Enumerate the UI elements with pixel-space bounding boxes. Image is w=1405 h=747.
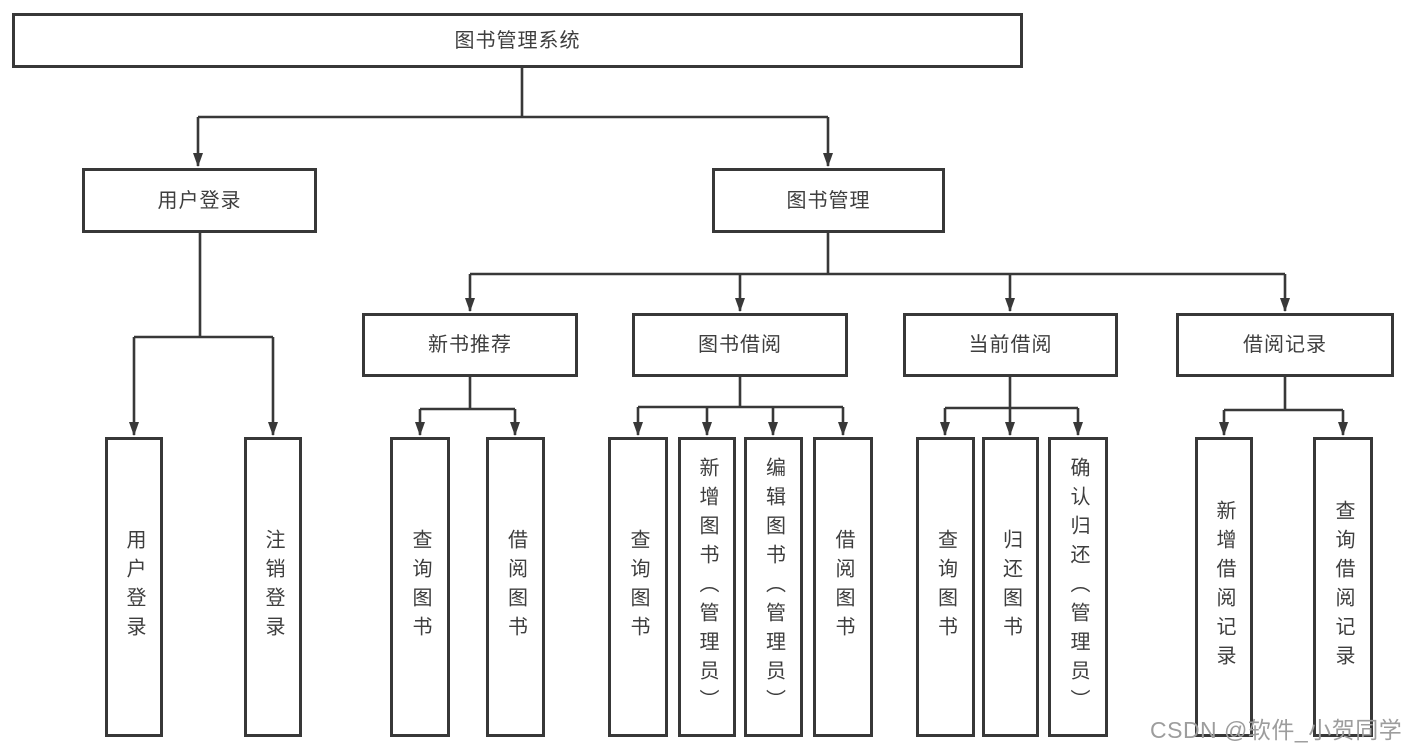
user-login-branch-node: 用户登录	[82, 168, 317, 233]
leaf-logout: 注销登录	[244, 437, 302, 737]
leaf-user-login: 用户登录	[105, 437, 163, 737]
csdn-watermark: CSDN @软件_小贺同学	[1150, 717, 1403, 743]
leaf-borrowing-add-books-admin-label: 新增图书（管理员）	[696, 456, 718, 718]
user-login-branch-label: 用户登录	[157, 189, 242, 212]
root-node-library-management-system: 图书管理系统	[12, 13, 1023, 68]
leaf-recommend-query-books-label: 查询图书	[409, 529, 431, 645]
leaf-user-login-label: 用户登录	[123, 529, 145, 645]
leaf-recommend-query-books: 查询图书	[390, 437, 450, 737]
borrowing-records-label: 借阅记录	[1243, 334, 1327, 356]
root-node-label: 图书管理系统	[454, 29, 581, 52]
leaf-records-query-borrow-record: 查询借阅记录	[1313, 437, 1373, 737]
leaf-current-return-books-label: 归还图书	[999, 529, 1022, 645]
leaf-current-confirm-return-admin: 确认归还（管理员）	[1048, 437, 1108, 737]
leaf-current-confirm-return-admin-label: 确认归还（管理员）	[1067, 456, 1089, 718]
leaf-borrowing-query-books: 查询图书	[608, 437, 668, 737]
leaf-recommend-borrow-books: 借阅图书	[486, 437, 545, 737]
leaf-current-query-books-label: 查询图书	[934, 529, 957, 645]
book-borrowing-label: 图书借阅	[698, 334, 782, 356]
leaf-records-query-borrow-record-label: 查询借阅记录	[1332, 500, 1354, 674]
new-book-recommend-node: 新书推荐	[362, 313, 578, 377]
new-book-recommend-label: 新书推荐	[428, 334, 512, 356]
leaf-records-add-borrow-record: 新增借阅记录	[1195, 437, 1253, 737]
leaf-current-query-books: 查询图书	[916, 437, 975, 737]
borrowing-records-node: 借阅记录	[1176, 313, 1394, 377]
leaf-borrowing-edit-books-admin: 编辑图书（管理员）	[744, 437, 803, 737]
book-borrowing-node: 图书借阅	[632, 313, 848, 377]
leaf-logout-label: 注销登录	[262, 529, 284, 645]
current-borrowing-label: 当前借阅	[968, 334, 1053, 356]
leaf-current-return-books: 归还图书	[982, 437, 1039, 737]
leaf-recommend-borrow-books-label: 借阅图书	[504, 529, 527, 645]
leaf-borrowing-borrow-books: 借阅图书	[813, 437, 873, 737]
current-borrowing-node: 当前借阅	[903, 313, 1118, 377]
book-management-branch-node: 图书管理	[712, 168, 945, 233]
book-management-branch-label: 图书管理	[786, 189, 871, 212]
leaf-borrowing-borrow-books-label: 借阅图书	[832, 529, 854, 645]
leaf-borrowing-add-books-admin: 新增图书（管理员）	[678, 437, 736, 737]
leaf-borrowing-edit-books-admin-label: 编辑图书（管理员）	[762, 456, 785, 718]
leaf-borrowing-query-books-label: 查询图书	[627, 529, 649, 645]
leaf-records-add-borrow-record-label: 新增借阅记录	[1213, 500, 1235, 674]
